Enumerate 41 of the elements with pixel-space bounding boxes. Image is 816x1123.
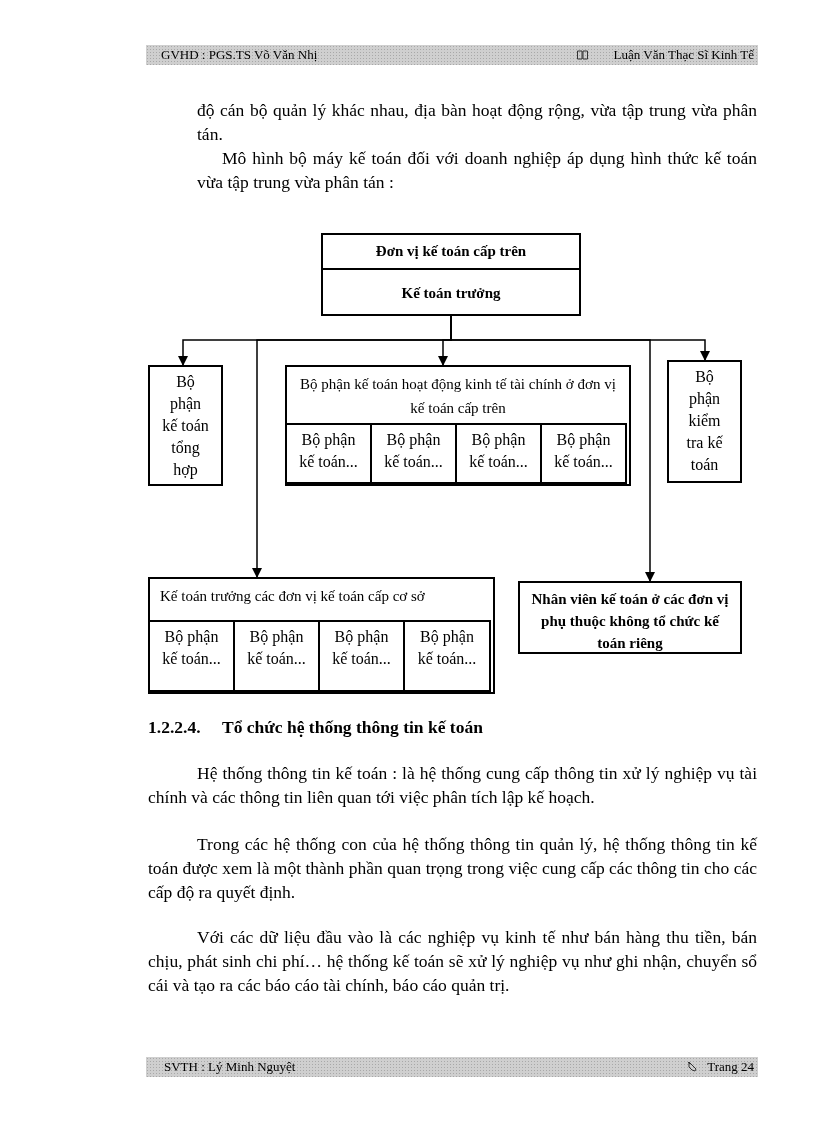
unit-box (148, 365, 223, 486)
box-label: Kế toán trưởng (400, 284, 502, 303)
unit-box (403, 620, 491, 692)
unit-box (540, 423, 627, 484)
box-label: Bộ phận kế toán... (553, 430, 614, 472)
footer-text: SVTH : Lý Minh Nguyệt (164, 1059, 296, 1075)
arrow (450, 315, 710, 361)
header-text: Luận Văn Thạc Sĩ Kinh Tế (613, 47, 754, 63)
box-label: Kế toán trưởng các đơn vị kế toán cấp cơ sở (159, 587, 426, 606)
box-label: Bộ phận kiểm tra kế toán (685, 367, 724, 475)
title-box (321, 233, 581, 316)
box-label: Bộ phận kế toán... (298, 430, 359, 472)
unit-box (518, 581, 742, 654)
unit-box (233, 620, 320, 692)
header-text: GVHD : PGS.TS Võ Văn Nhị (161, 47, 318, 63)
department-box (285, 365, 631, 486)
box-label: Nhân viên kế toán ở các đơn vị phụ thuộc không tổ chức kế toán riêng (530, 590, 730, 653)
unit-box (318, 620, 405, 692)
section-number: 1.2.2.4. (148, 716, 201, 739)
unit-box (455, 423, 542, 484)
box-label: Bộ phận kế toán... (246, 627, 307, 669)
paragraph: Với các dữ liệu đầu vào là các nghiệp vụ kinh tế như bán hàng thu tiền, bán chịu, phát sinh chi phí… hệ thống kế toán sẽ xử lý nghiệp vụ như ghi nhận, chuyển sổ cái và tạo ra các báo cáo tài chính, báo cáo quản trị. (148, 926, 757, 997)
box-label: Bộ phận kế toán tổng hợp (161, 372, 210, 481)
section-heading: Tổ chức hệ thống thông tin kế toán (222, 716, 483, 739)
unit-box (370, 423, 457, 484)
unit-box (285, 423, 372, 484)
box-label: Bộ phận kế toán... (161, 627, 222, 669)
paragraph: Mô hình bộ máy kế toán đối với doanh nghiệp áp dụng hình thức kế toán vừa tập trung vừa phân tán : (197, 147, 757, 194)
box-label: Bộ phận kế toán hoạt động kinh tế tài chính ở đơn vị kế toán cấp trên (299, 375, 617, 418)
box-label: Bộ phận kế toán... (383, 430, 444, 472)
footer-text: Trang 24 (707, 1059, 754, 1075)
unit-box (148, 620, 235, 692)
box-label: Đơn vị kế toán cấp trên (323, 235, 579, 270)
unit-box (667, 360, 742, 483)
department-box (148, 577, 495, 694)
paragraph: Trong các hệ thống con của hệ thống thông tin quản lý, hệ thống thông tin kế toán được xem là một thành phần quan trọng trong việc cung cấp các thông tin cho các cấp độ ra quyết định. (148, 833, 757, 904)
box-label: Bộ phận kế toán... (331, 627, 392, 669)
box-label: Bộ phận kế toán... (416, 627, 478, 669)
paragraph: độ cán bộ quản lý khác nhau, địa bàn hoạt động rộng, vừa tập trung vừa phân tán. (197, 99, 757, 146)
box-label: Bộ phận kế toán... (468, 430, 529, 472)
paragraph: Hệ thống thông tin kế toán : là hệ thống cung cấp thông tin xử lý nghiệp vụ tài chính và các thông tin liên quan tới việc phân tích lập kế hoạch. (148, 762, 757, 809)
